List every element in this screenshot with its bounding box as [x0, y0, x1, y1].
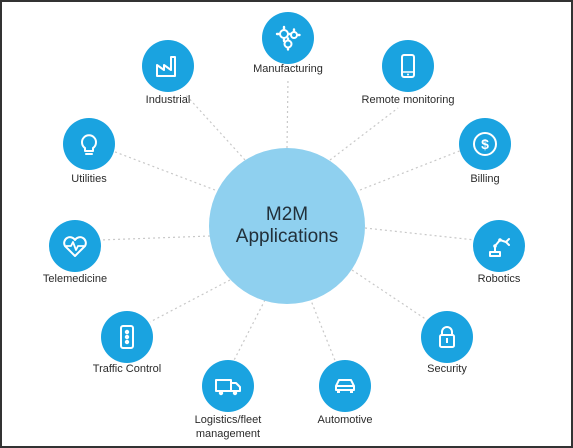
remote-monitoring-label: Remote monitoring [361, 94, 455, 106]
connector-utilities [109, 149, 216, 191]
hub-title-line2: Applications [235, 226, 339, 247]
traffic-control-label: Traffic Control [92, 363, 162, 375]
automotive-label: Automotive [317, 414, 373, 426]
dollar-coin-icon: $ [473, 132, 497, 156]
traffic-light-icon [120, 325, 134, 349]
billing-label: Billing [470, 173, 500, 185]
light-bulb-icon [81, 134, 97, 155]
security-node [421, 311, 473, 363]
hub-title-line1: M2M [265, 204, 309, 225]
svg-text:$: $ [481, 136, 489, 152]
factory-icon [156, 56, 176, 77]
connector-remote-monitoring [329, 107, 399, 161]
robotics-node [473, 220, 525, 272]
car-icon [335, 379, 355, 393]
logistics-node [202, 360, 254, 412]
connector-industrial [184, 93, 246, 161]
utilities-node [63, 118, 115, 170]
connector-security [351, 269, 431, 323]
connector-logistics [229, 299, 266, 369]
heart-pulse-icon [63, 236, 87, 257]
automotive-node [319, 360, 371, 412]
robotics-label: Robotics [477, 273, 521, 285]
robot-arm-icon [489, 238, 510, 257]
connector-automotive [309, 297, 339, 369]
utilities-label: Utilities [71, 173, 107, 185]
connector-billing [359, 149, 463, 191]
manufacturing-label: Manufacturing [253, 63, 323, 75]
logistics-label: Logistics/fleet management [195, 413, 262, 441]
telemedicine-node [49, 220, 101, 272]
connector-manufacturing [286, 77, 289, 149]
telemedicine-label: Telemedicine [42, 273, 108, 285]
manufacturing-node [262, 12, 314, 64]
remote-monitoring-node [382, 40, 434, 92]
logistics-label-line2: management [195, 428, 261, 440]
connector-traffic-control [149, 279, 231, 323]
connector-telemedicine [99, 235, 211, 241]
industrial-node [142, 40, 194, 92]
traffic-control-node [101, 311, 153, 363]
security-label: Security [427, 363, 467, 375]
connector-robotics [364, 227, 476, 241]
industrial-label: Industrial [145, 94, 191, 106]
truck-icon [215, 379, 241, 396]
billing-node: $ [459, 118, 511, 170]
m2m-applications-hub: M2M Applications [209, 148, 365, 304]
logistics-label-line1: Logistics/fleet [194, 414, 262, 426]
smartphone-icon [401, 54, 415, 78]
padlock-icon [439, 326, 455, 348]
gears-icon [275, 25, 301, 51]
